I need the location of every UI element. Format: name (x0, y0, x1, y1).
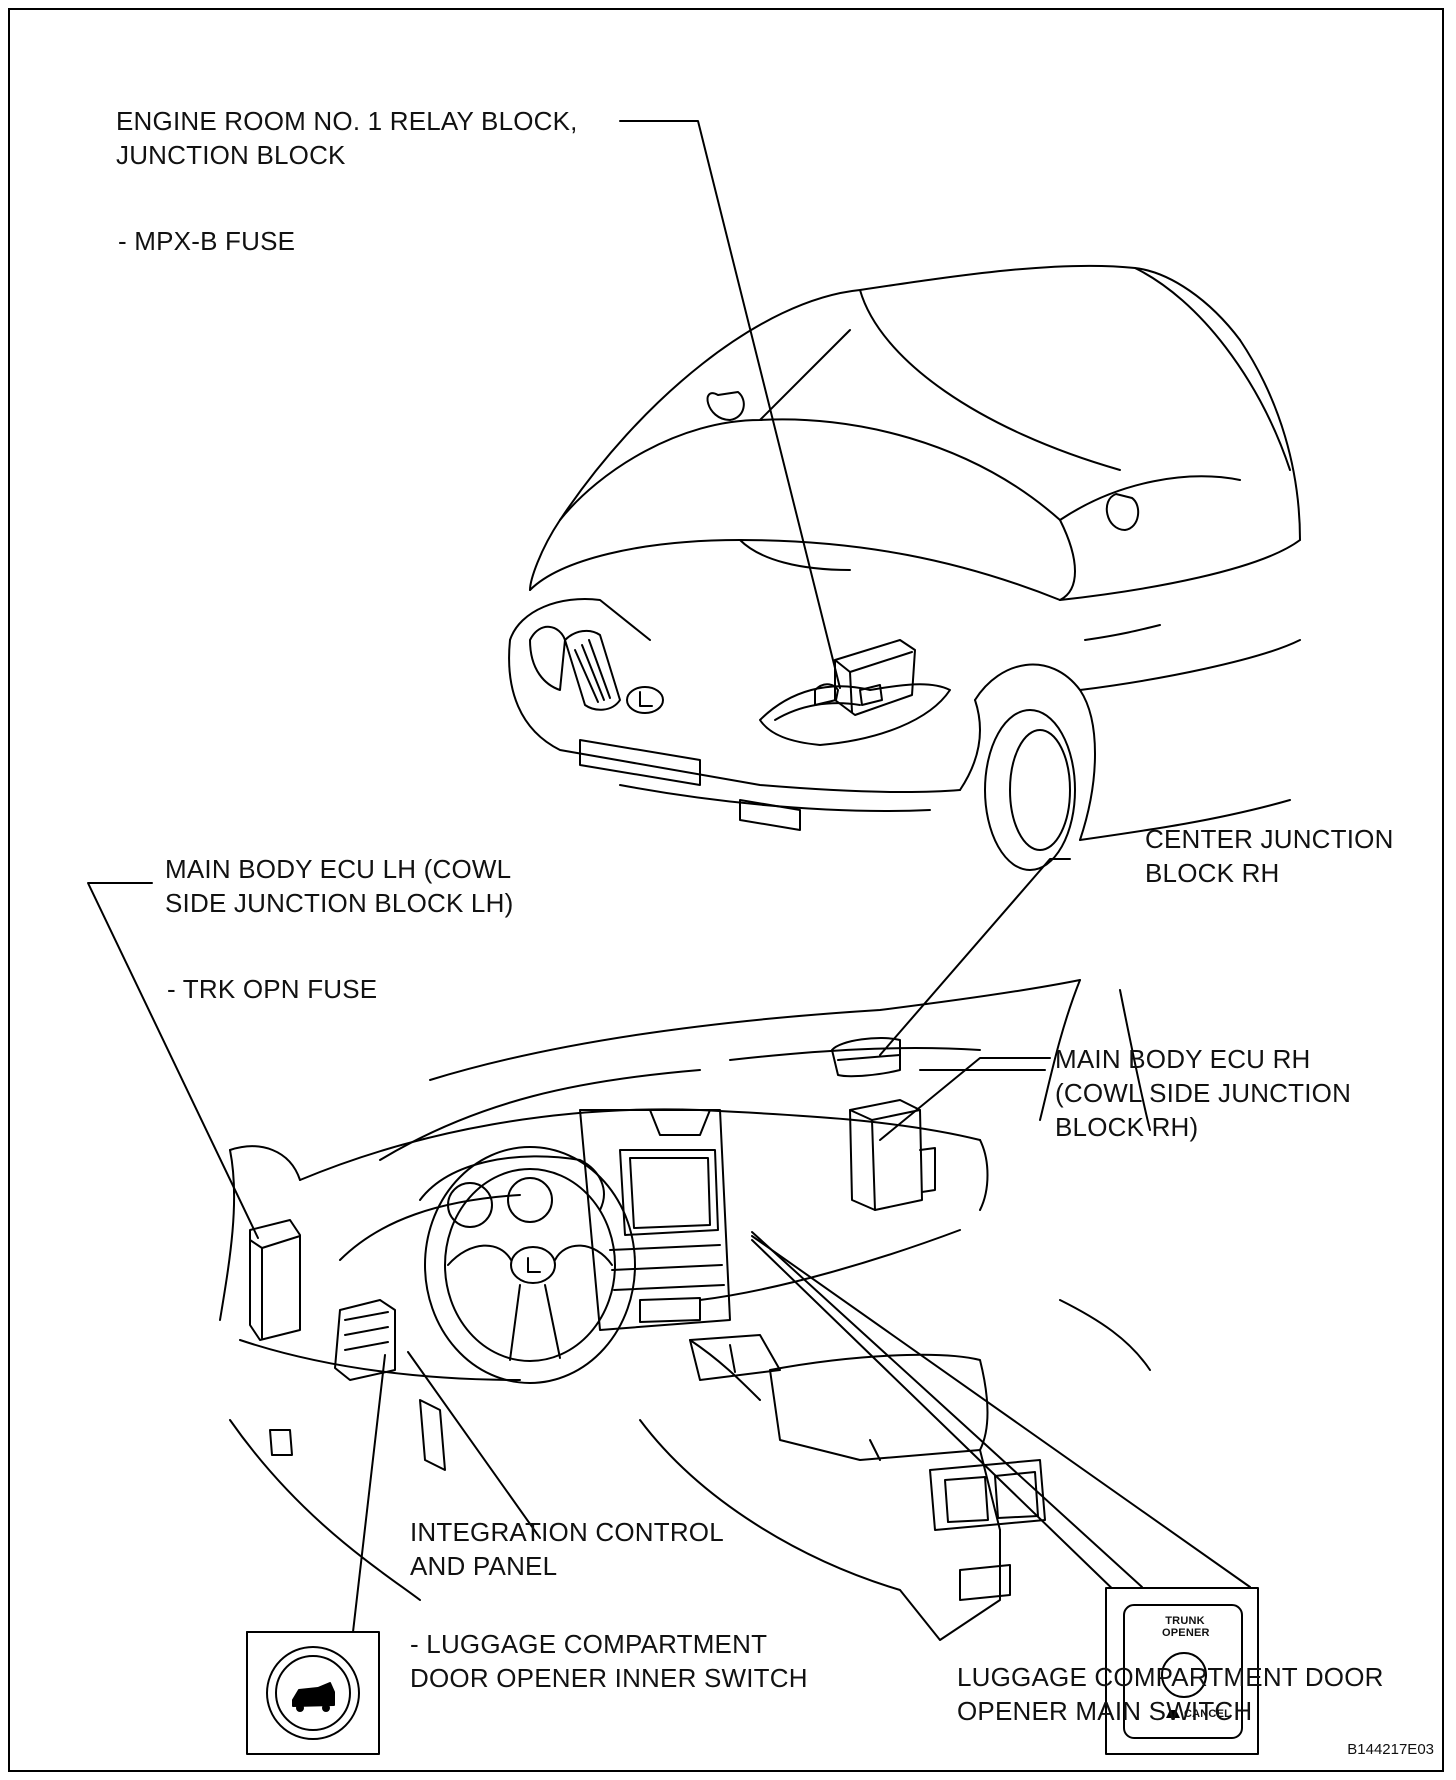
engine-room-block-label: ENGINE ROOM NO. 1 RELAY BLOCK, JUNCTION … (116, 106, 578, 170)
trunk-opener-switch-text: TRUNK OPENER (1162, 1615, 1210, 1639)
diagram-frame (8, 8, 1444, 1772)
mpx-b-fuse-label: - MPX-B FUSE (118, 226, 296, 256)
inner-switch-label: - LUGGAGE COMPARTMENT DOOR OPENER INNER … (410, 1629, 808, 1693)
inner-switch-inset (246, 1631, 380, 1755)
main-body-ecu-rh-label: MAIN BODY ECU RH (COWL SIDE JUNCTION BLO… (1055, 1044, 1352, 1142)
car-interior-drawing (219, 979, 1151, 1641)
main-switch-label: LUGGAGE COMPARTMENT DOOR OPENER MAIN SWI… (957, 1662, 1384, 1726)
figure-code: B144217E03 (1347, 1741, 1434, 1758)
main-switch-inset (1105, 1587, 1259, 1755)
leader-lines (87, 120, 1251, 1729)
integration-control-label: INTEGRATION CONTROL AND PANEL (410, 1517, 724, 1581)
main-body-ecu-lh-label: MAIN BODY ECU LH (COWL SIDE JUNCTION BLO… (165, 854, 514, 918)
engine-room-relay-block-drawing (814, 639, 916, 716)
car-exterior-drawing (508, 264, 1301, 871)
center-junction-block-label: CENTER JUNCTION BLOCK RH (1145, 824, 1394, 888)
trk-opn-fuse-label: - TRK OPN FUSE (167, 974, 378, 1004)
cancel-switch-text: CANCEL (1184, 1708, 1232, 1720)
